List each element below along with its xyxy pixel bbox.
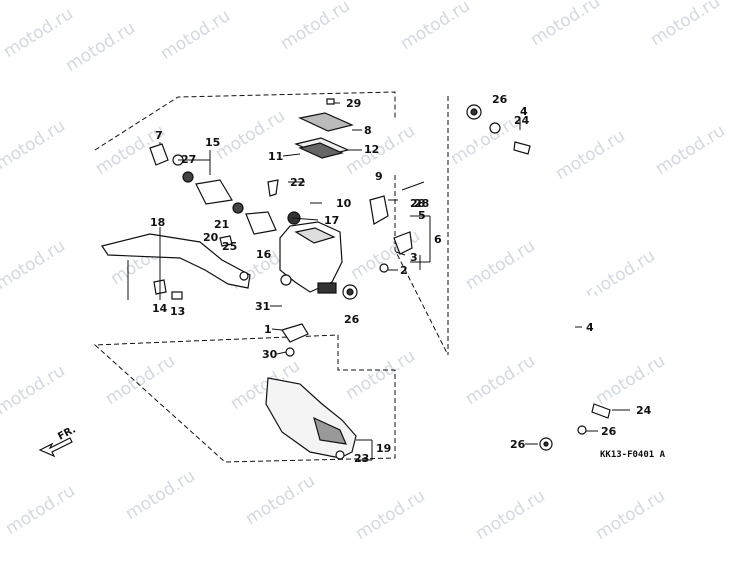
diagram-code: KK13-F0401 A bbox=[600, 450, 666, 460]
watermark: motod.ru bbox=[552, 126, 629, 184]
callout-22: 22 bbox=[290, 176, 305, 189]
callout-2: 2 bbox=[400, 264, 408, 277]
watermark: motod.ru bbox=[472, 486, 549, 544]
watermark: motod.ru bbox=[2, 481, 79, 539]
callout-4: 4 bbox=[586, 321, 594, 334]
callout-8: 8 bbox=[364, 124, 372, 137]
callout-26: 26 bbox=[492, 93, 508, 106]
watermark: motod.ru bbox=[647, 0, 724, 50]
watermark: motod.ru bbox=[342, 346, 419, 404]
callout-30: 30 bbox=[262, 348, 278, 361]
lever-guard bbox=[265, 377, 357, 460]
brake-hose bbox=[466, 104, 611, 451]
brake-switch bbox=[281, 323, 309, 357]
callout-16: 16 bbox=[256, 248, 272, 261]
watermark: motod.ru bbox=[157, 6, 234, 64]
callout-19: 19 bbox=[376, 442, 391, 455]
mirror-holder bbox=[369, 181, 425, 273]
callout-3: 3 bbox=[410, 251, 418, 264]
callout-4: 4 bbox=[520, 105, 528, 118]
callout-1: 1 bbox=[264, 323, 272, 336]
watermark: motod.ru bbox=[242, 471, 319, 529]
watermark: motod.ru bbox=[397, 0, 474, 54]
callout-31: 31 bbox=[255, 300, 270, 313]
front-direction-marker: FR. bbox=[38, 424, 78, 458]
watermark: motod.ru bbox=[652, 121, 729, 179]
callout-20: 20 bbox=[203, 231, 219, 244]
callout-26: 26 bbox=[601, 425, 617, 438]
watermark: motod.ru bbox=[122, 466, 199, 524]
watermark: motod.ru bbox=[62, 18, 139, 76]
master-cylinder-body bbox=[279, 211, 358, 300]
watermark: motod.ru bbox=[462, 351, 539, 409]
brake-lever bbox=[101, 233, 251, 289]
callout-12: 12 bbox=[364, 143, 379, 156]
watermark: motod.ru bbox=[447, 111, 524, 169]
callout-10: 10 bbox=[336, 197, 352, 210]
watermark: motod.ru bbox=[0, 116, 69, 174]
reservoir-cover-group bbox=[282, 98, 362, 159]
callout-11: 11 bbox=[268, 150, 283, 163]
watermark: motod.ru bbox=[352, 486, 429, 544]
callout-27: 27 bbox=[181, 153, 196, 166]
watermark: motod.ru bbox=[0, 4, 77, 62]
callout-26: 26 bbox=[344, 313, 360, 326]
watermark: motod.ru bbox=[102, 351, 179, 409]
watermark: motod.ru bbox=[592, 486, 669, 544]
callout-28: 28 bbox=[414, 197, 429, 210]
callout-15: 15 bbox=[205, 136, 220, 149]
watermark: motod.ru bbox=[592, 351, 669, 409]
watermark: motod.ru bbox=[0, 236, 69, 294]
callout-13: 13 bbox=[170, 305, 185, 318]
watermark: motod.ru bbox=[582, 246, 659, 304]
watermark: motod.ru bbox=[527, 0, 604, 50]
callout-17: 17 bbox=[324, 214, 339, 227]
watermark: motod.ru bbox=[0, 361, 69, 419]
callout-24: 24 bbox=[514, 114, 530, 127]
callout-29: 29 bbox=[346, 97, 361, 110]
callout-24: 24 bbox=[636, 404, 652, 417]
callout-6: 6 bbox=[434, 233, 442, 246]
callout-5: 5 bbox=[418, 209, 426, 222]
callout-9: 9 bbox=[375, 170, 383, 183]
callout-23: 23 bbox=[354, 452, 369, 465]
callout-25: 25 bbox=[222, 240, 237, 253]
leader-lines bbox=[127, 118, 630, 461]
piston-kit bbox=[149, 143, 277, 235]
callout-28: 28 bbox=[410, 197, 425, 210]
callout-labels: 1 2 3 4 4 5 6 7 8 9 10 11 12 13 14 15 16… bbox=[150, 93, 652, 465]
watermark: motod.ru bbox=[277, 0, 354, 54]
watermark: motod.ru bbox=[462, 236, 539, 294]
callout-14: 14 bbox=[152, 302, 168, 315]
callout-26: 26 bbox=[510, 438, 526, 451]
callout-7: 7 bbox=[155, 129, 163, 142]
callout-18: 18 bbox=[150, 216, 165, 229]
callout-21: 21 bbox=[214, 218, 229, 231]
